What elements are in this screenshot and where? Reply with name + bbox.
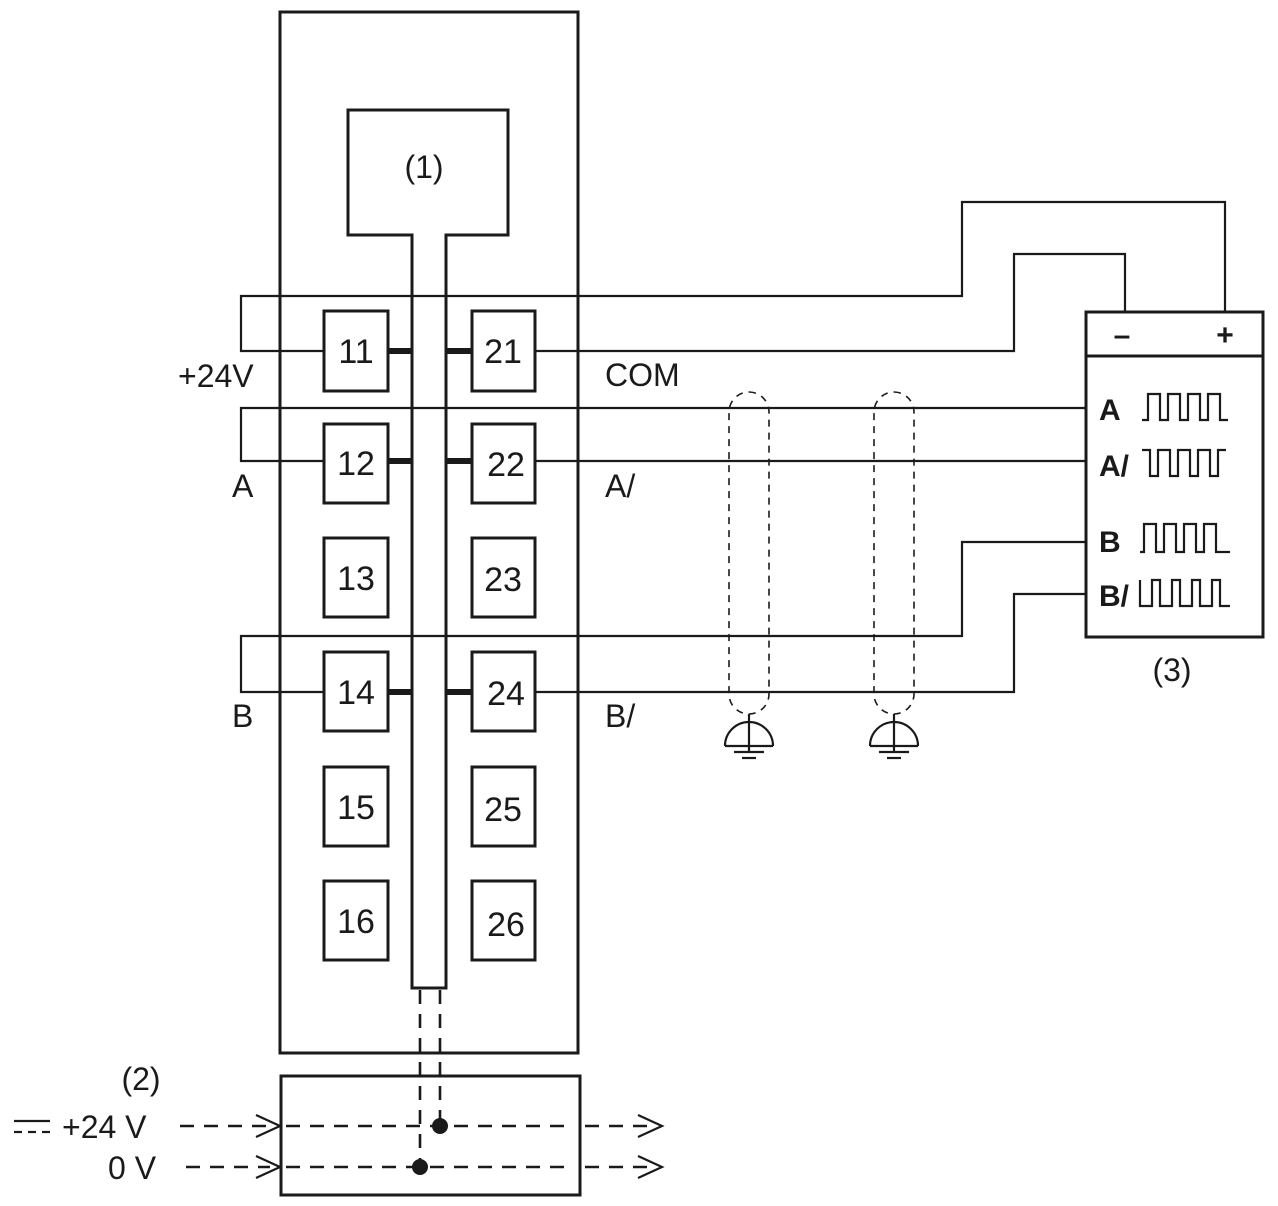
terminal-box [470, 536, 537, 619]
junction-dot-0v [412, 1159, 428, 1175]
terminal-label: 14 [337, 674, 375, 712]
label-a-inv: A/ [605, 468, 635, 504]
terminal-label: 26 [487, 906, 525, 944]
terminal-box [470, 765, 537, 848]
wire-com [535, 252, 1127, 353]
label-plus24v: +24V [178, 358, 254, 394]
terminal-box [322, 422, 390, 505]
label-24v-supply: +24 V [62, 1109, 147, 1145]
pulse-train-a-icon [1142, 392, 1228, 422]
encoder-channel-a: A [1099, 394, 1121, 427]
label-b-inv: B/ [605, 698, 635, 734]
label-b: B [232, 698, 253, 734]
wire-b-inv [535, 592, 1086, 694]
terminal-box [322, 536, 390, 619]
terminal-box [470, 650, 537, 733]
label-0v-supply: 0 V [108, 1150, 157, 1186]
junction-dot-24v [432, 1118, 448, 1134]
terminal-label: 13 [337, 560, 375, 598]
arrow-icon [637, 1155, 665, 1179]
encoder-channel-b-inv: B/ [1099, 580, 1130, 613]
dc-symbol-icon [14, 1119, 50, 1134]
ground-icon [868, 714, 920, 760]
encoder-channel-a-inv: A/ [1099, 450, 1130, 483]
pulse-train-b-icon [1140, 522, 1230, 554]
pulse-train-b-inv-icon [1138, 578, 1230, 608]
terminal-box [322, 309, 390, 393]
terminal-label: 25 [484, 791, 522, 829]
callout-encoder: (3) [1152, 652, 1191, 688]
cable-shield-1 [728, 391, 770, 715]
terminal-label: 16 [337, 903, 375, 941]
terminal-box [322, 765, 390, 848]
encoder-block: – + A A/ B B/ [1084, 310, 1265, 639]
label-a: A [232, 468, 254, 504]
terminal-label: 22 [487, 446, 525, 484]
encoder-plus: + [1216, 319, 1234, 352]
terminal-label: 23 [484, 561, 522, 599]
terminal-box [470, 309, 537, 393]
left-terminals: 11 12 13 14 15 16 [322, 309, 390, 962]
wire-a [239, 406, 1086, 463]
power-block [279, 1074, 582, 1197]
callout-module: (1) [404, 149, 443, 185]
terminal-label: 12 [337, 445, 375, 483]
terminal-label: 21 [484, 333, 522, 371]
terminal-label: 15 [337, 789, 375, 827]
cable-shield-2 [873, 391, 915, 715]
terminal-box [470, 879, 537, 962]
encoder-minus: – [1114, 319, 1131, 352]
label-com: COM [605, 357, 680, 393]
internal-connector [346, 108, 510, 990]
arrow-icon [255, 1155, 283, 1179]
callout-power: (2) [121, 1061, 160, 1097]
encoder-channel-b: B [1099, 526, 1121, 559]
right-terminals: 21 22 23 24 25 26 [470, 309, 537, 962]
arrow-icon [637, 1114, 665, 1138]
terminal-label: 11 [338, 333, 373, 371]
wire-b [239, 540, 1086, 694]
wire-plus24 [239, 200, 1227, 353]
arrow-icon [255, 1114, 283, 1138]
ground-icon [723, 714, 775, 760]
terminal-box [322, 650, 390, 733]
terminal-box [470, 422, 537, 505]
terminal-label: 24 [487, 675, 525, 713]
terminal-box [322, 879, 390, 962]
pulse-train-a-inv-icon [1142, 448, 1226, 478]
